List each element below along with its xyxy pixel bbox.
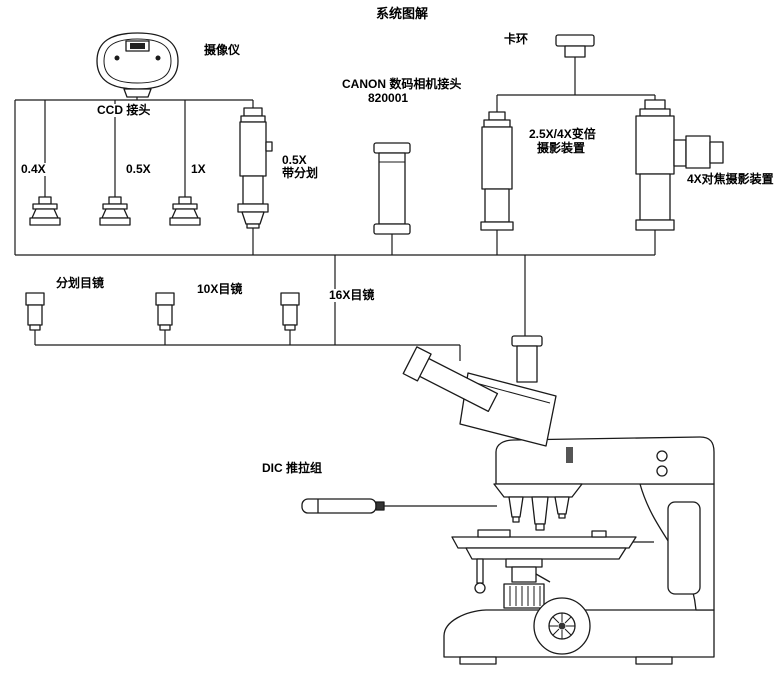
reticle-eyepiece-drawing <box>25 292 45 331</box>
reticle-adapter-label-line2: 带分划 <box>281 166 320 180</box>
adapter-0-5x-label: 0.5X <box>125 162 152 176</box>
canon-adapter-code: 820001 <box>367 91 410 105</box>
camera-label: 摄像仪 <box>203 43 242 57</box>
adapter-1x-drawing <box>169 196 201 226</box>
clamp-ring-label: 卡环 <box>503 32 530 46</box>
eyepiece-10x-drawing <box>155 292 175 331</box>
clamp-ring-drawing <box>555 34 595 58</box>
focus-photo-4x-drawing <box>635 99 724 231</box>
ccd-connector-label: CCD 接头 <box>96 103 152 117</box>
dic-slider-drawing <box>301 498 385 514</box>
microscope-drawing <box>402 335 715 665</box>
adapter-0-5x-drawing <box>99 196 131 226</box>
vario-photo-drawing <box>480 111 514 231</box>
focus-photo-4x-label: 4X对焦摄影装置 <box>686 172 775 186</box>
canon-adapter-label: CANON 数码相机接头 <box>341 77 463 91</box>
reticle-eyepiece-label: 分划目镜 <box>55 276 106 290</box>
diagram-title: 系统图解 <box>375 6 428 21</box>
canon-adapter-drawing <box>373 142 411 235</box>
eyepiece-10x-label: 10X目镜 <box>196 282 244 296</box>
camera-drawing <box>96 32 179 98</box>
dic-slider-label: DIC 推拉组 <box>261 461 324 475</box>
eyepiece-16x-drawing <box>280 292 300 331</box>
reticle-adapter-drawing <box>237 107 273 229</box>
eyepiece-16x-label: 16X目镜 <box>328 288 376 302</box>
vario-photo-label-line2: 摄影装置 <box>536 141 587 155</box>
connection-lines <box>14 57 656 507</box>
adapter-0-4x-label: 0.4X <box>20 162 47 176</box>
vario-photo-label-line1: 2.5X/4X变倍 <box>528 127 597 141</box>
adapter-1x-label: 1X <box>190 162 207 176</box>
adapter-0-4x-drawing <box>29 196 61 226</box>
reticle-adapter-label-line1: 0.5X <box>281 153 308 167</box>
